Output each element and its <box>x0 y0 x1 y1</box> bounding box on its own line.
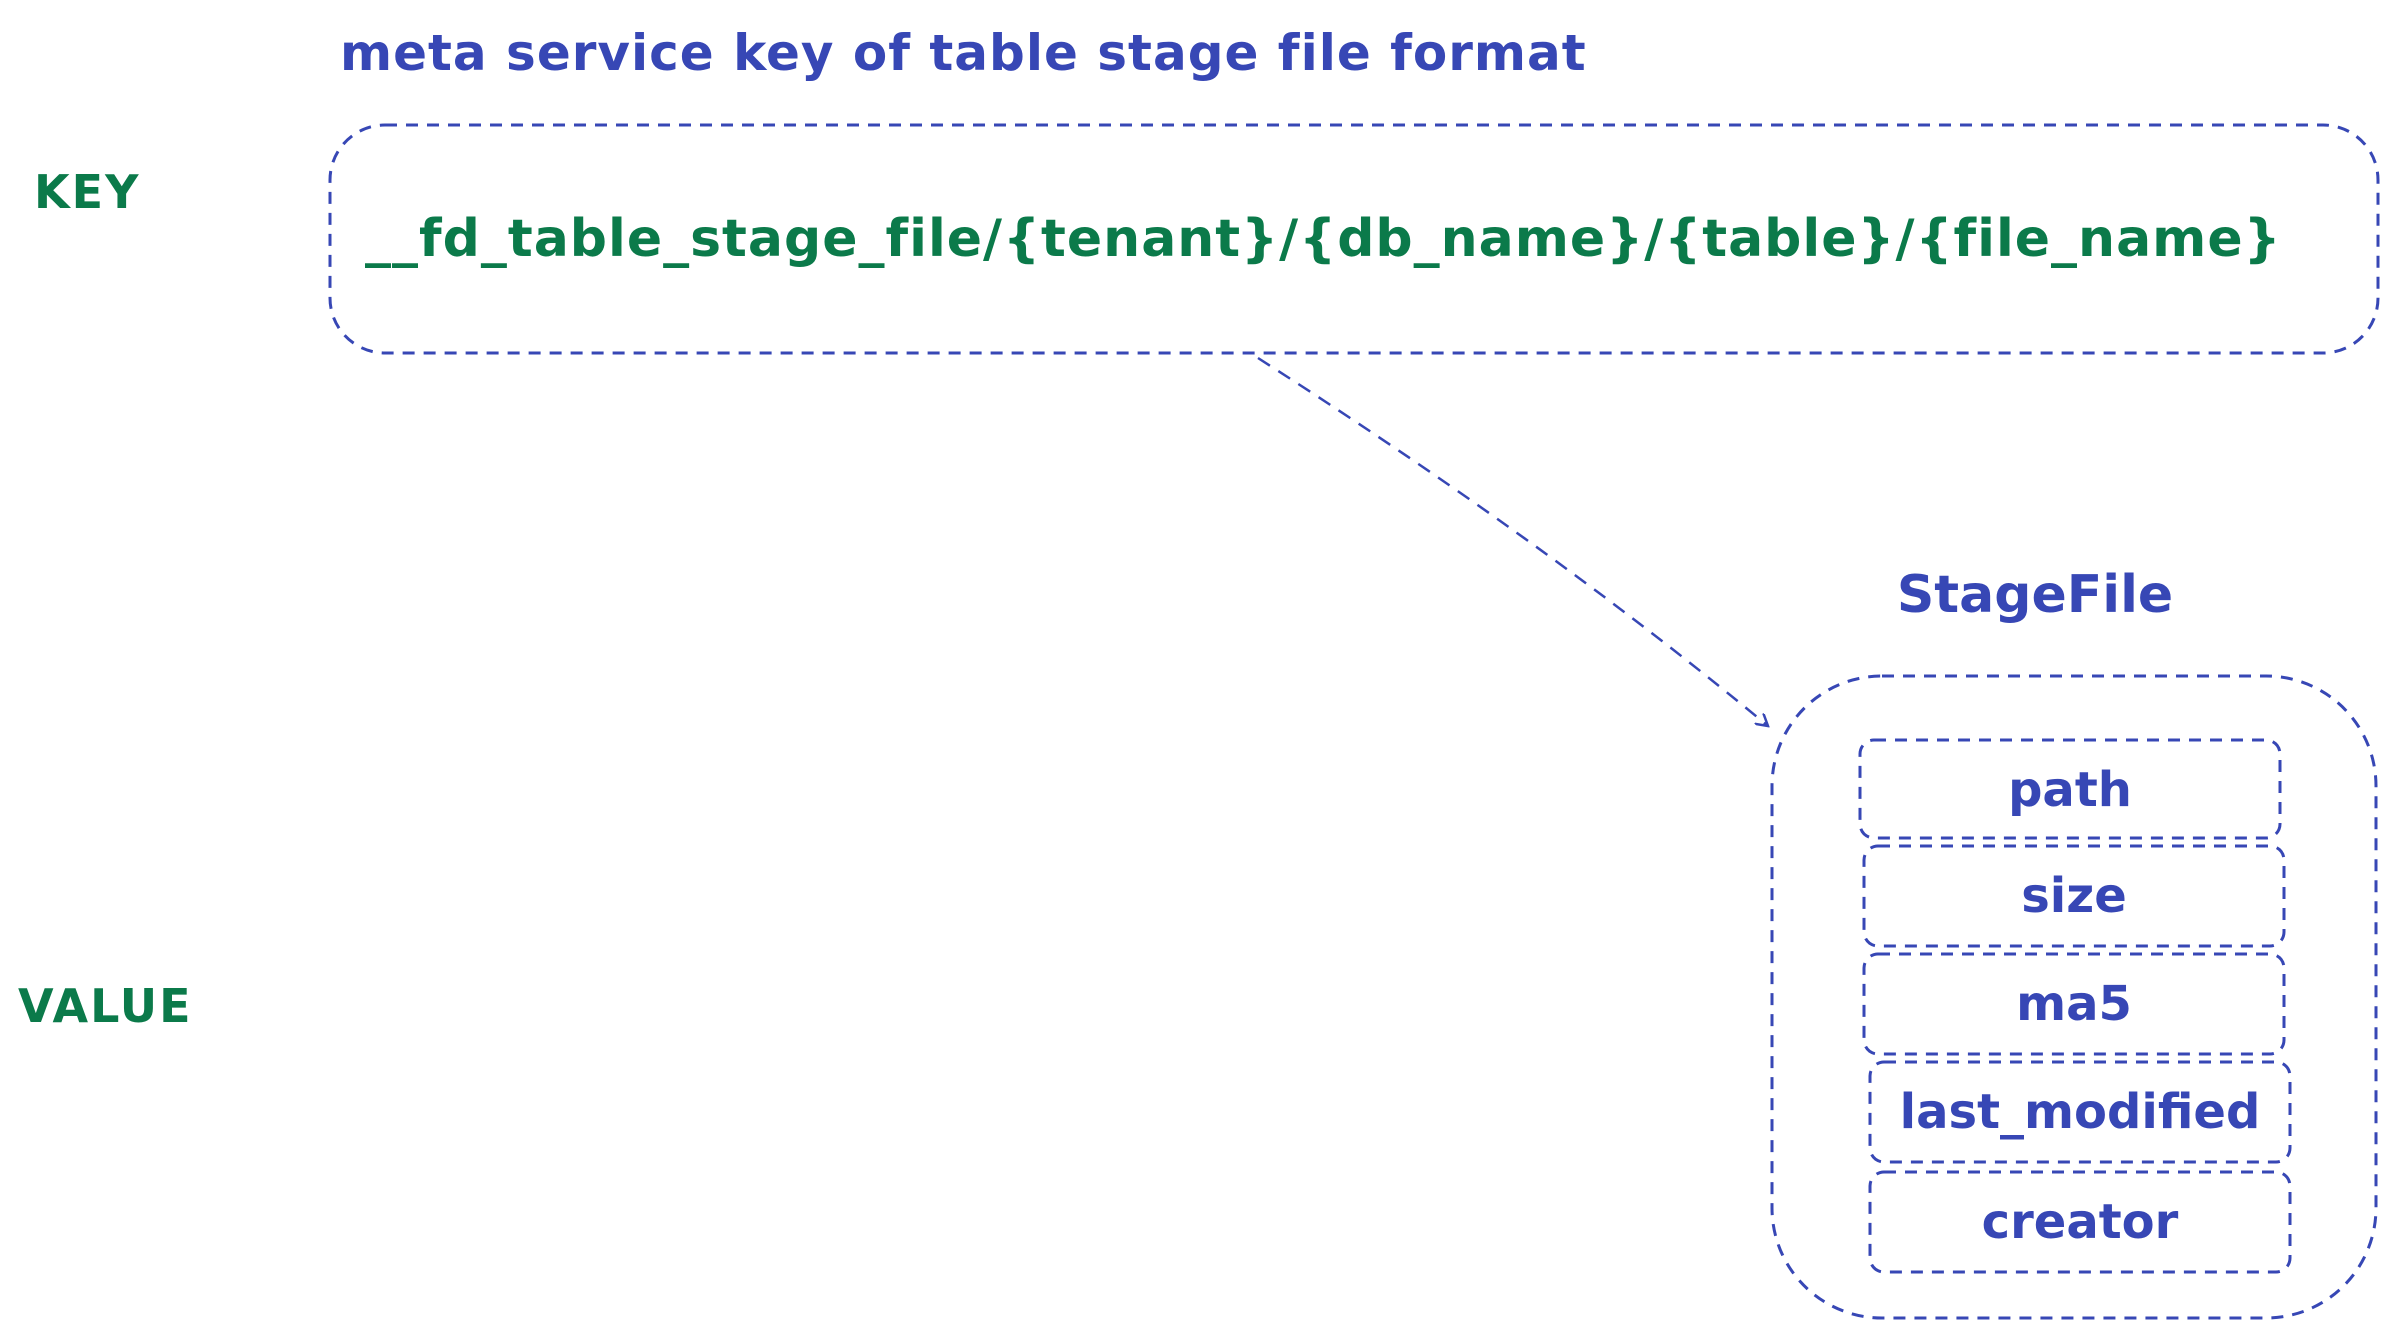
key-to-value-arrow <box>1257 356 1768 726</box>
struct-box: path size ma5 last_modified creator <box>1770 674 2378 1320</box>
field-last-modified-box <box>1868 1060 2292 1164</box>
field-path-label: path <box>2008 762 2132 818</box>
field-ma5: ma5 <box>1862 952 2286 1056</box>
value-label: VALUE <box>18 979 193 1033</box>
field-size: size <box>1862 844 2286 948</box>
field-size-label: size <box>2021 868 2127 924</box>
key-box-shape <box>328 123 2380 355</box>
field-path-box <box>1858 738 2282 840</box>
field-creator-label: creator <box>1982 1194 2179 1250</box>
field-last-modified: last_modified <box>1868 1060 2292 1164</box>
key-box: __fd_table_stage_file/{tenant}/{db_name}… <box>328 123 2380 355</box>
field-ma5-label: ma5 <box>2016 976 2132 1032</box>
field-creator: creator <box>1868 1170 2292 1274</box>
key-label: KEY <box>34 165 140 219</box>
key-format-text: __fd_table_stage_file/{tenant}/{db_name}… <box>365 209 2282 269</box>
struct-box-shape <box>1770 674 2378 1320</box>
field-ma5-box <box>1862 952 2286 1056</box>
field-creator-box <box>1868 1170 2292 1274</box>
field-size-box <box>1862 844 2286 948</box>
field-last-modified-label: last_modified <box>1900 1084 2261 1140</box>
diagram-title: meta service key of table stage file for… <box>340 24 1587 82</box>
struct-title: StageFile <box>1897 565 2173 625</box>
field-path: path <box>1858 738 2282 840</box>
